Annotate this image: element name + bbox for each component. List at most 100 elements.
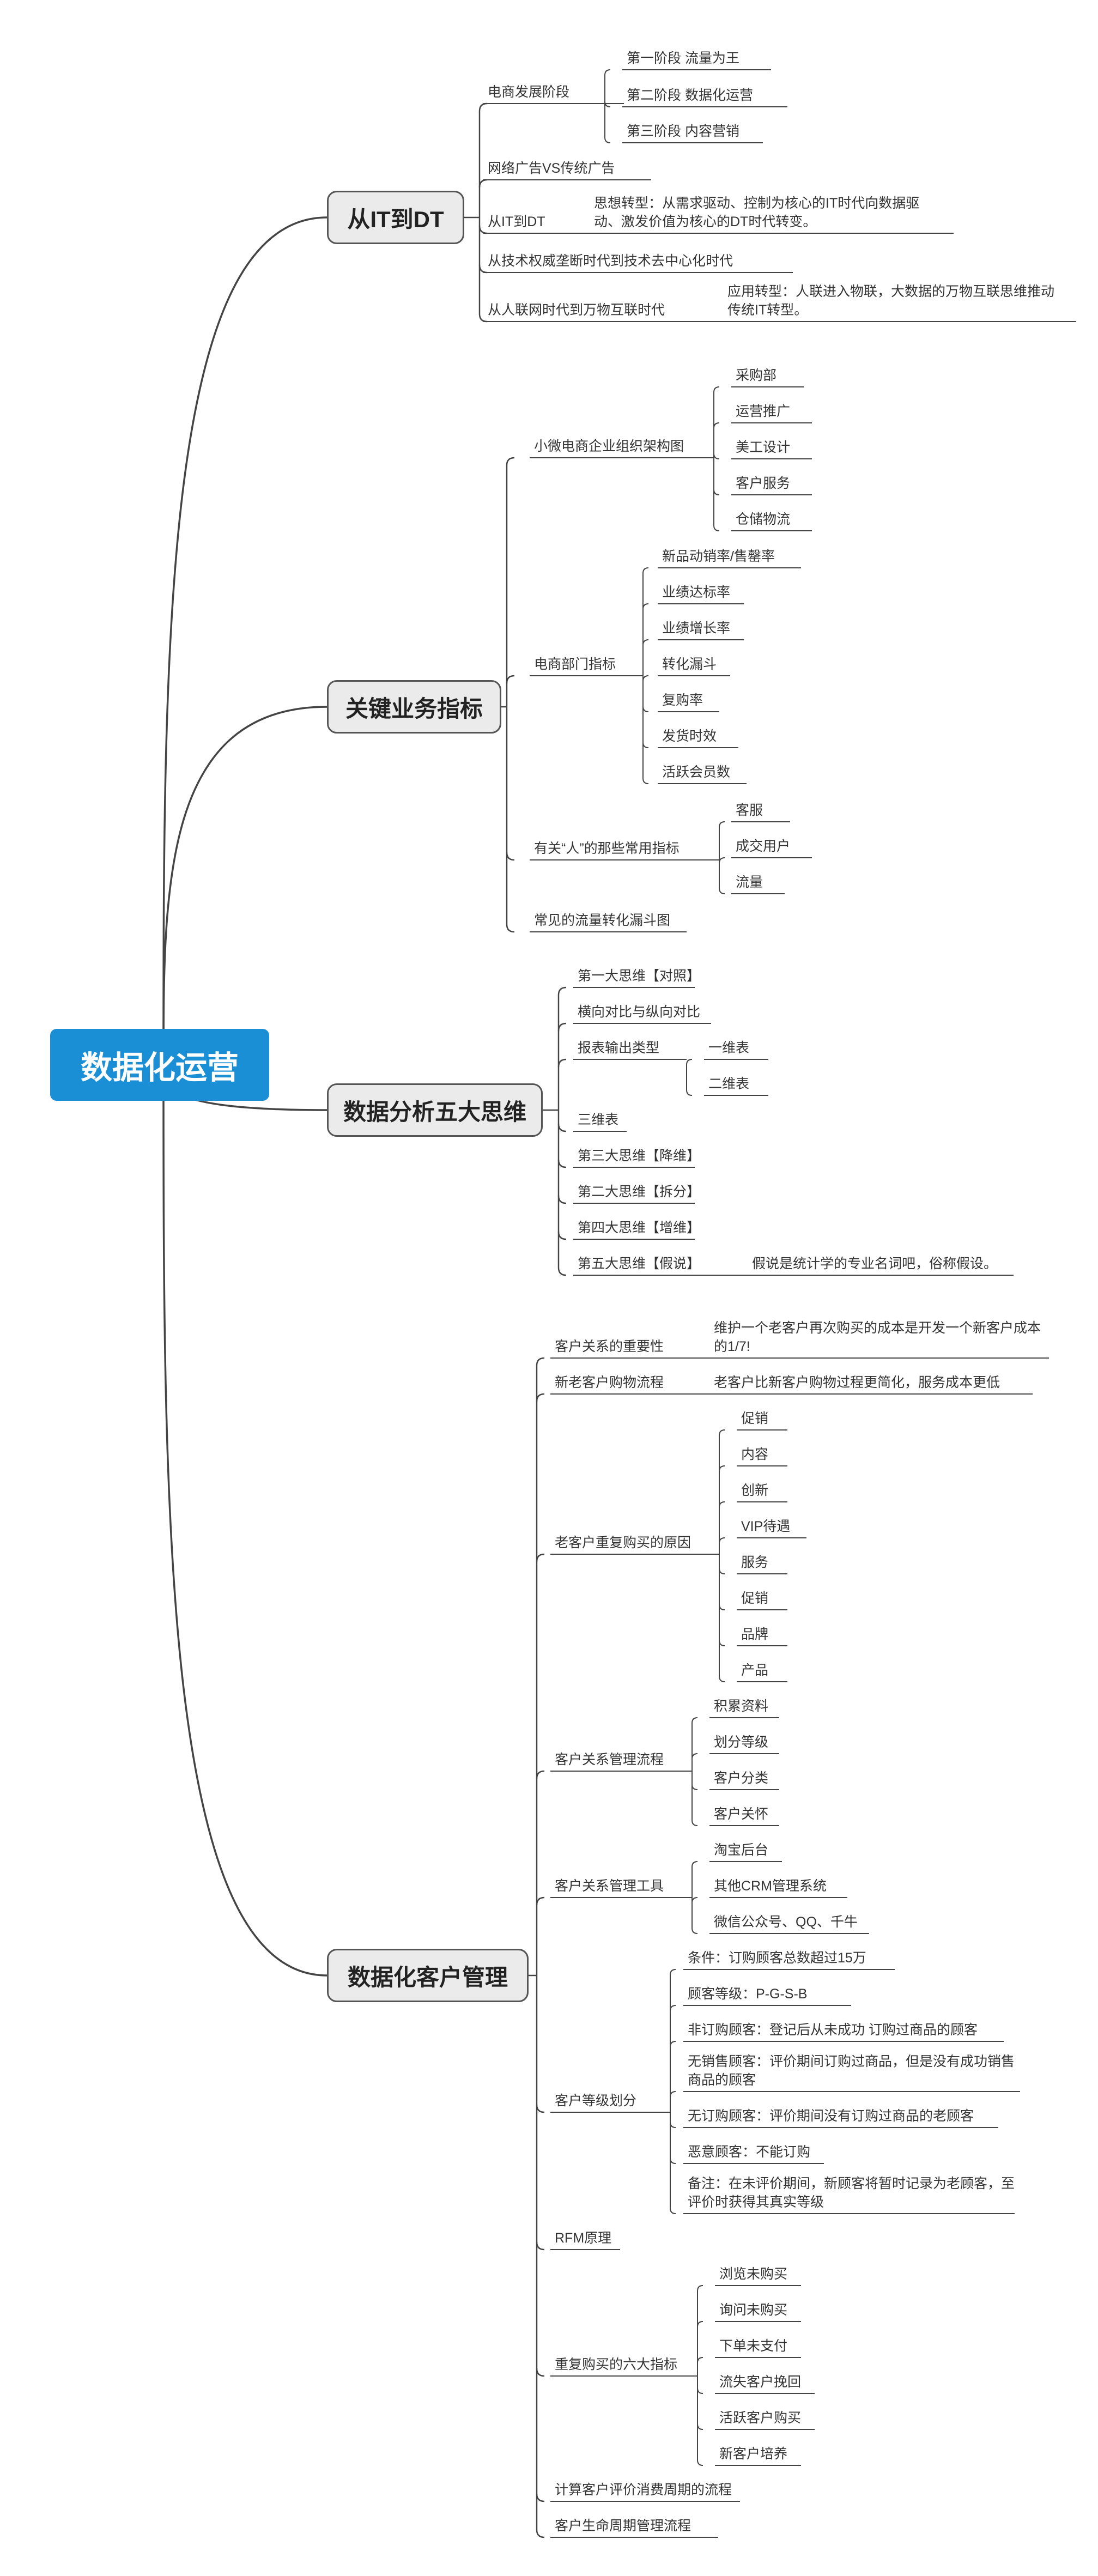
mindmap-node[interactable]: 促销 bbox=[741, 1411, 769, 1426]
connector-line bbox=[697, 2357, 703, 2363]
mindmap-node[interactable]: 促销 bbox=[741, 1591, 769, 1606]
mindmap-node[interactable]: 第一阶段 流量为王 bbox=[627, 51, 739, 66]
connector-line bbox=[691, 1861, 698, 1868]
mindmap-node[interactable]: 计算客户评价消费周期的流程 bbox=[555, 2482, 732, 2498]
mindmap-node[interactable]: 客户关怀 bbox=[714, 1807, 769, 1822]
connector-line bbox=[686, 1089, 693, 1096]
mindmap-node[interactable]: 淘宝后台 bbox=[714, 1842, 769, 1858]
mindmap-node[interactable]: 第五大思维【假说】 bbox=[578, 1256, 701, 1271]
connector-line bbox=[536, 1553, 545, 1562]
mindmap-node[interactable]: 横向对比与纵向对比 bbox=[578, 1004, 701, 1020]
mindmap-node[interactable]: 小微电商企业组织架构图 bbox=[534, 439, 684, 454]
mindmap-node[interactable]: 浏览未购买 bbox=[719, 2266, 788, 2282]
mindmap-node[interactable]: 网络广告VS传统广告 bbox=[488, 161, 615, 176]
mindmap-node[interactable]: 划分等级 bbox=[714, 1735, 769, 1750]
mindmap-node[interactable]: 业绩达标率 bbox=[662, 585, 731, 600]
mindmap-node[interactable]: 新客户培养 bbox=[719, 2446, 788, 2462]
mindmap-node[interactable]: 三维表 bbox=[578, 1112, 619, 1128]
mindmap-node[interactable]: 客户关系的重要性 bbox=[555, 1339, 664, 1354]
mindmap-node[interactable]: 仓储物流 bbox=[736, 512, 791, 527]
mindmap-node[interactable]: 假说是统计学的专业名词吧，俗称假设。 bbox=[752, 1256, 998, 1271]
mindmap-node[interactable]: 顾客等级：P-G-S-B bbox=[688, 1986, 808, 2002]
mindmap-node[interactable]: 从技术权威垄断时代到技术去中心化时代 bbox=[488, 253, 733, 269]
mindmap-node[interactable]: 维护一个老客户再次购买的成本是开发一个新客户成本的1/7! bbox=[714, 1320, 1041, 1354]
mindmap-node[interactable]: 客户关系管理工具 bbox=[555, 1878, 664, 1894]
mindmap-node[interactable]: 电商部门指标 bbox=[534, 657, 616, 672]
mindmap-node[interactable]: 客户分类 bbox=[714, 1771, 769, 1786]
mindmap-node[interactable]: 客户生命周期管理流程 bbox=[555, 2518, 691, 2533]
mindmap-node[interactable]: 二维表 bbox=[708, 1076, 750, 1092]
mindmap-node[interactable]: 成交用户 bbox=[736, 839, 791, 854]
mindmap-node[interactable]: 新品动销率/售罄率 bbox=[662, 549, 775, 564]
mindmap-node[interactable]: 有关“人”的那些常用指标 bbox=[534, 841, 680, 856]
mindmap-node[interactable]: 无销售顾客：评价期间订购过商品，但是没有成功销售商品的顾客 bbox=[688, 2054, 1015, 2088]
mindmap-node[interactable]: 应用转型：人联进入物联，大数据的万物互联思维推动传统IT转型。 bbox=[727, 284, 1055, 318]
mindmap-node[interactable]: 老客户重复购买的原因 bbox=[555, 1535, 691, 1550]
mindmap-node[interactable]: 客户等级划分 bbox=[555, 2093, 637, 2108]
mindmap-node[interactable]: 条件：订购顾客总数超过15万 bbox=[688, 1950, 866, 1966]
mindmap-node[interactable]: 思想转型：从需求驱动、控制为核心的IT时代向数据驱动、激发价值为核心的DT时代转… bbox=[594, 196, 920, 229]
mindmap-node[interactable]: 流量 bbox=[736, 875, 763, 890]
mindmap-node[interactable]: 客户关系管理流程 bbox=[555, 1752, 664, 1767]
root-node[interactable]: 数据化运营 bbox=[50, 1029, 269, 1101]
mindmap-node[interactable]: 备注：在未评价期间，新顾客将暂时记录为老顾客，至评价时获得其真实等级 bbox=[688, 2176, 1015, 2210]
mindmap-node[interactable]: 从IT到DT bbox=[488, 214, 545, 229]
mindmap-node[interactable]: 客服 bbox=[736, 803, 763, 818]
mindmap-node[interactable]: 活跃客户购买 bbox=[719, 2410, 802, 2426]
mindmap-node[interactable]: 内容 bbox=[741, 1447, 769, 1462]
mindmap-node[interactable]: 重复购买的六大指标 bbox=[555, 2357, 678, 2372]
mindmap-node[interactable]: 第二阶段 数据化运营 bbox=[627, 88, 753, 103]
connector-line bbox=[536, 1393, 545, 1402]
connector-line bbox=[691, 1897, 698, 1904]
mindmap-node[interactable]: 无订购顾客：评价期间没有订购过商品的老顾客 bbox=[688, 2108, 974, 2124]
connector-line bbox=[604, 69, 611, 76]
mindmap-node[interactable]: 创新 bbox=[741, 1483, 769, 1498]
mindmap-node[interactable]: 恶意顾客：不能订购 bbox=[688, 2144, 811, 2160]
connector-line bbox=[536, 1896, 545, 1906]
mindmap-node[interactable]: 一维表 bbox=[708, 1040, 750, 1056]
mindmap-node[interactable]: 常见的流量转化漏斗图 bbox=[534, 913, 671, 928]
mindmap-node[interactable]: 第三阶段 内容营销 bbox=[627, 124, 739, 139]
mindmap-node[interactable]: 第四大思维【增维】 bbox=[578, 1220, 701, 1235]
connector-line bbox=[604, 137, 611, 143]
mindmap-node[interactable]: 下单未支付 bbox=[719, 2338, 788, 2354]
mindmap-node[interactable]: 电商发展阶段 bbox=[488, 84, 570, 100]
mindmap-node[interactable]: 老客户比新客户购物过程更简化，服务成本更低 bbox=[714, 1375, 1000, 1390]
mindmap-node[interactable]: 询问未购买 bbox=[719, 2302, 788, 2318]
connector-line bbox=[506, 852, 515, 861]
mindmap-node[interactable]: 报表输出类型 bbox=[578, 1040, 660, 1056]
mindmap-node[interactable]: 第二大思维【拆分】 bbox=[578, 1184, 701, 1199]
mindmap-node[interactable]: 新老客户购物流程 bbox=[555, 1375, 664, 1390]
mindmap-node[interactable]: 其他CRM管理系统 bbox=[714, 1878, 827, 1894]
connector-line bbox=[642, 742, 649, 748]
mindmap-node[interactable]: 品牌 bbox=[741, 1627, 769, 1642]
branch-node[interactable]: 关键业务指标 bbox=[327, 680, 501, 734]
mindmap-node[interactable]: 流失客户挽回 bbox=[719, 2374, 802, 2390]
mindmap-node[interactable]: 非订购顾客：登记后从未成功 订购过商品的顾客 bbox=[688, 2022, 978, 2038]
mindmap-node[interactable]: 转化漏斗 bbox=[662, 657, 717, 672]
mindmap-node[interactable]: RFM原理 bbox=[555, 2230, 612, 2246]
mindmap-node[interactable]: 活跃会员数 bbox=[662, 765, 731, 780]
mindmap-node[interactable]: 产品 bbox=[741, 1663, 769, 1678]
mindmap-node[interactable]: 复购率 bbox=[662, 693, 703, 708]
mindmap-node[interactable]: 客户服务 bbox=[736, 476, 791, 491]
mindmap-node[interactable]: 微信公众号、QQ、千牛 bbox=[714, 1914, 858, 1930]
branch-node[interactable]: 数据分析五大思维 bbox=[327, 1083, 543, 1137]
mindmap-node[interactable]: 运营推广 bbox=[736, 404, 791, 419]
connector-line bbox=[642, 675, 649, 682]
mindmap-node[interactable]: 业绩增长率 bbox=[662, 621, 731, 636]
mindmap-node[interactable]: 美工设计 bbox=[736, 440, 791, 455]
mindmap-node[interactable]: 第一大思维【对照】 bbox=[578, 968, 701, 984]
mindmap-node[interactable]: 积累资料 bbox=[714, 1699, 769, 1714]
mindmap-node[interactable]: 采购部 bbox=[736, 368, 777, 383]
connector-line bbox=[536, 2529, 545, 2538]
connector-line bbox=[478, 313, 488, 323]
mindmap-node[interactable]: 第三大思维【降维】 bbox=[578, 1148, 701, 1163]
branch-node[interactable]: 从IT到DT bbox=[327, 191, 464, 244]
branch-node[interactable]: 数据化客户管理 bbox=[327, 1949, 529, 2002]
mindmap-node[interactable]: 从人联网时代到万物互联时代 bbox=[488, 302, 665, 318]
mindmap-node[interactable]: VIP待遇 bbox=[741, 1519, 791, 1534]
connector-line bbox=[162, 706, 327, 1065]
mindmap-node[interactable]: 服务 bbox=[741, 1555, 769, 1570]
mindmap-node[interactable]: 发货时效 bbox=[662, 729, 717, 744]
